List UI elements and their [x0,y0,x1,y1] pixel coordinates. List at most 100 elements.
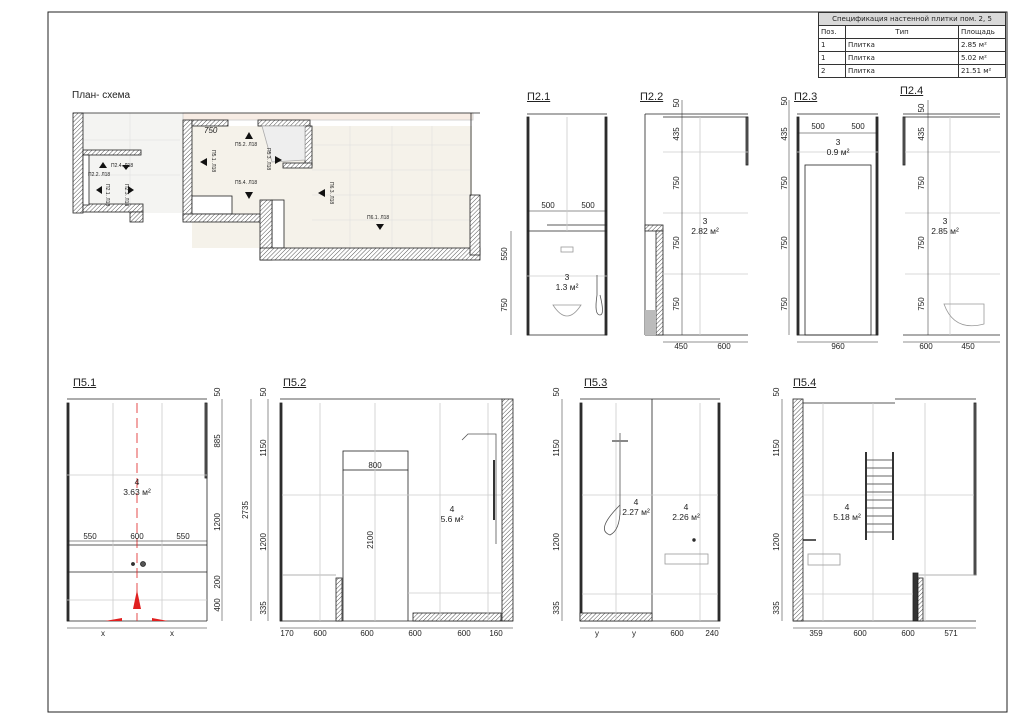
dimension: 200 [213,575,222,589]
dimension: 500 [811,122,825,131]
dimension: 600 [408,629,422,638]
dimension: x [170,629,174,638]
plan-mark: П5.3. Л18 [265,148,271,171]
tile-number: 4 [683,502,689,513]
dimension: 750 [780,176,789,190]
dimension: 750 [500,298,509,312]
plan-mark: П2.4. Л18 [111,163,134,169]
dimension: x [101,629,105,638]
tile-number: 4 [134,477,140,488]
dimension: 600 [717,342,731,351]
dimension: 170 [280,629,294,638]
tile-number: 4 [633,497,639,508]
spec-type: Плитка [845,64,959,78]
tile-area: 1.3 м² [555,282,579,292]
dimension: 2100 [366,531,375,549]
dimension: 335 [259,601,268,615]
dimension: 1200 [213,513,222,531]
dimension: 1200 [772,533,781,551]
tile-area: 2.26 м² [672,512,700,522]
dimension: 50 [552,387,561,397]
tile-number: 3 [702,216,708,227]
tile-area: 2.82 м² [691,226,719,236]
dimension: 750 [917,297,926,311]
dimension: 1150 [259,439,268,457]
tile-area: 2.27 м² [622,507,650,517]
elevation-title-p2-2: П2.2 [640,91,664,103]
dimension: 960 [831,342,845,351]
tile-spec-table: Спецификация настенной плитки пом. 2, 5 … [818,12,1006,78]
plan-dim: 750 [204,126,218,135]
dimension: 50 [213,387,222,397]
dimension: 750 [780,297,789,311]
dimension: 600 [130,532,144,541]
elevation-p5-1 [66,398,223,629]
dimension: 750 [672,176,681,190]
dimension: 550 [83,532,97,541]
spec-area: 2.85 м² [958,38,1006,52]
spec-header-pos: Поз. [818,25,846,39]
dimension: 359 [809,629,823,638]
tile-area: 5.6 м² [440,514,464,524]
dimension: 600 [901,629,915,638]
spec-header-area: Площадь [958,25,1006,39]
dimension: 600 [360,629,374,638]
spec-type: Плитка [845,38,959,52]
dimension: 500 [851,122,865,131]
sheet-frame [47,11,1008,713]
plan-mark: П2.2. Л18 [88,172,111,178]
dimension: 1200 [259,533,268,551]
plan-mark: П5.1. Л18 [210,150,216,173]
spec-header-type: Тип [845,25,959,39]
dimension: 50 [780,96,789,106]
tile-number: 4 [449,504,455,515]
dimension: 600 [670,629,684,638]
dimension: 500 [581,201,595,210]
tile-number: 3 [942,216,948,227]
dimension: 50 [772,387,781,397]
elevation-title-p2-1: П2.1 [527,91,551,103]
plan-mark: П2.3. Л18 [123,184,129,207]
tile-area: 2.85 м² [931,226,959,236]
tile-number: 3 [835,137,841,148]
dimension: 750 [917,176,926,190]
elevation-title-p5-3: П5.3 [584,377,608,389]
dimension: 750 [672,297,681,311]
tile-number: 3 [564,272,570,283]
dimension: 600 [457,629,471,638]
dimension: 550 [500,247,509,261]
dimension: 750 [780,236,789,250]
dimension: 240 [705,629,719,638]
elevation-p5-2 [250,398,514,629]
dimension: 50 [259,387,268,397]
dimension: 750 [672,236,681,250]
dimension: 1150 [552,439,561,457]
plan-mark: П5.2. Л18 [235,142,258,148]
elevation-p5-4 [781,398,977,629]
dimension: 750 [917,236,926,250]
spec-pos: 2 [818,64,846,78]
plan-mark: П5.4. Л18 [235,180,258,186]
dimension: 335 [552,601,561,615]
tile-number: 4 [844,502,850,513]
dimension: 160 [489,629,503,638]
dimension: 435 [672,127,681,141]
dimension: 500 [541,201,555,210]
dimension: 800 [368,461,382,470]
spec-table-title: Спецификация настенной плитки пом. 2, 5 [818,12,1006,26]
spec-pos: 1 [818,38,846,52]
dimension: 1200 [552,533,561,551]
tile-area: 5.18 м² [833,512,861,522]
dimension: 400 [213,598,222,612]
plan-mark: П6.1. Л18 [367,215,390,221]
elevation-title-p5-4: П5.4 [793,377,817,389]
spec-type: Плитка [845,51,959,65]
